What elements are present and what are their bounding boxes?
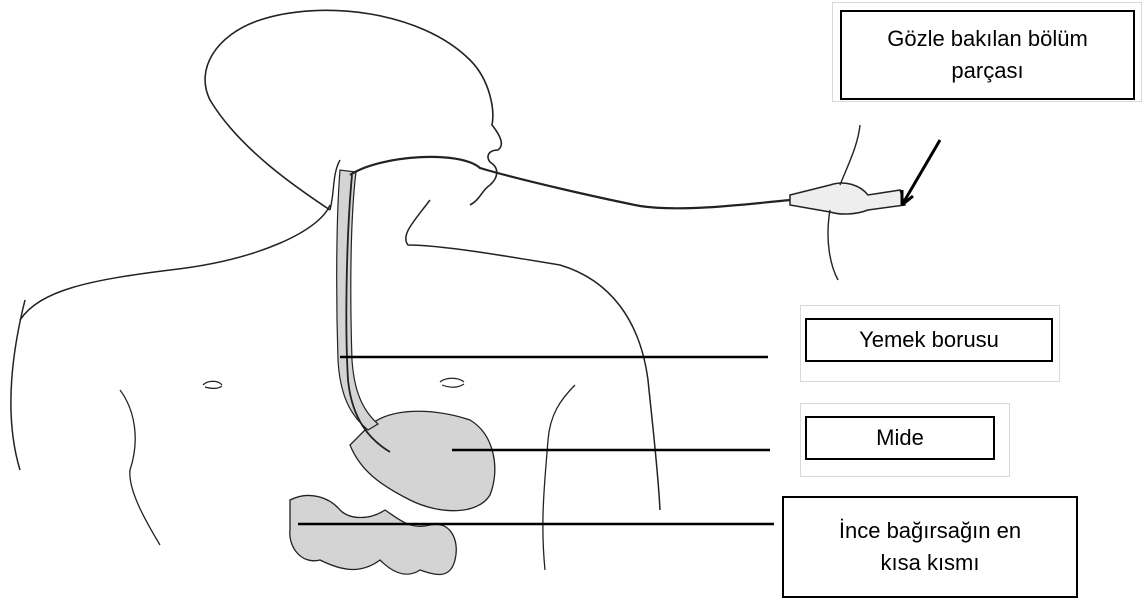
esophagus-shape [337, 170, 378, 430]
armpit-left [120, 390, 160, 545]
duodenum-label: İnce bağırsağın en kısa kısmı [782, 496, 1078, 598]
left-arm [11, 300, 25, 470]
endoscope-handle [790, 183, 905, 214]
esophagus-label-text: Yemek borusu [859, 324, 999, 356]
neck-back [20, 205, 330, 320]
neck-front [406, 200, 560, 265]
eyepiece-label: Gözle bakılan bölüm parçası [840, 10, 1135, 100]
eyepiece-label-line-2: parçası [951, 55, 1023, 87]
nipple-left [203, 381, 222, 388]
duodenum-label-line-1: İnce bağırsağın en [839, 515, 1021, 547]
stomach-label-text: Mide [876, 422, 924, 454]
eyepiece-pointer-arrow [902, 140, 940, 205]
endoscope-tube [350, 157, 790, 208]
armpit-right [543, 385, 575, 570]
nipple-right [440, 378, 464, 387]
eyepiece-label-line-1: Gözle bakılan bölüm [887, 23, 1088, 55]
esophagus-label: Yemek borusu [805, 318, 1053, 362]
duodenum-label-line-2: kısa kısmı [880, 547, 979, 579]
right-shoulder [560, 265, 660, 510]
stomach-label: Mide [805, 416, 995, 460]
